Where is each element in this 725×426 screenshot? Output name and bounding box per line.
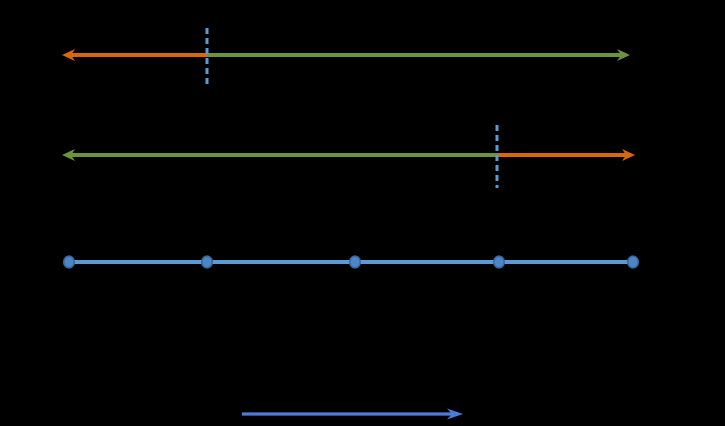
top-right-ray-arrowhead-icon — [617, 49, 630, 61]
middle-right-ray-arrowhead-icon — [622, 149, 635, 161]
dot-marker-2 — [201, 255, 214, 269]
dot-marker-4 — [492, 255, 505, 269]
middle-left-ray-arrowhead-icon — [62, 149, 75, 161]
top-left-ray-arrowhead-icon — [62, 49, 75, 61]
direction-arrow-arrowhead-icon — [447, 408, 463, 420]
dot-marker-5 — [626, 255, 639, 269]
dot-marker-3 — [348, 255, 361, 269]
dot-marker-1 — [62, 255, 75, 269]
